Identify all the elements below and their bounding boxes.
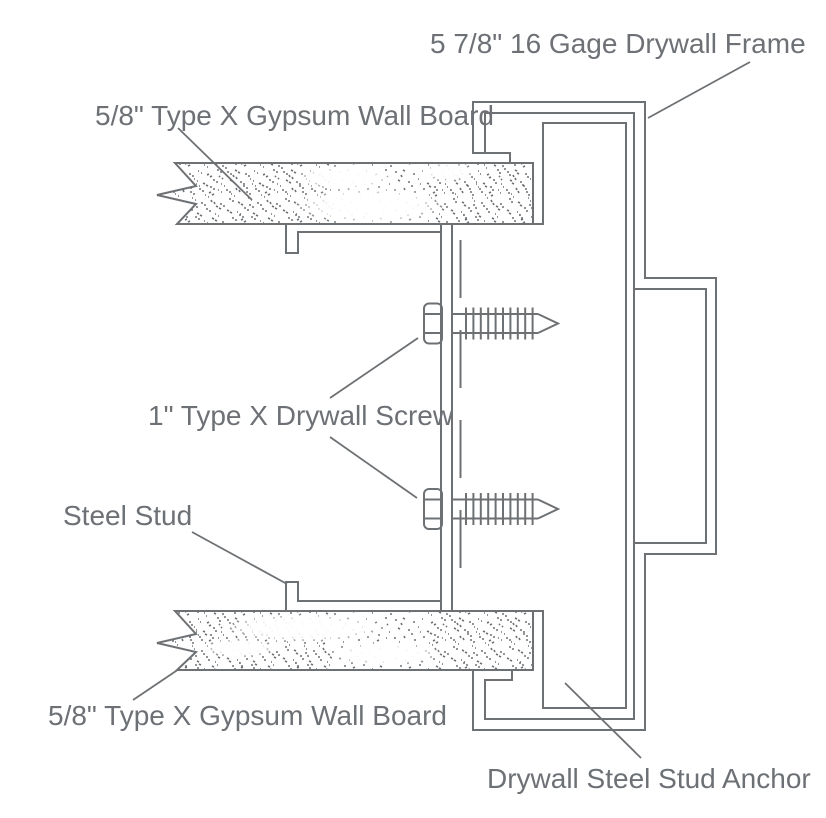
gypsum-top-label: 5/8" Type X Gypsum Wall Board (95, 100, 494, 131)
screw-point (537, 313, 561, 334)
frame-outer-face (472, 101, 717, 731)
leader-line-anchor (564, 682, 642, 759)
leader-lines (132, 61, 751, 759)
board-bare-patch (202, 638, 278, 658)
steel-stud-outline (285, 224, 462, 611)
leader-line-gypsum-bottom (132, 668, 180, 701)
board-bare-patch (293, 165, 397, 191)
board-bare-patch (420, 163, 476, 182)
screw-threads (465, 493, 534, 525)
board-bare-patch (327, 642, 443, 666)
leader-line-gypsum-top (177, 127, 253, 201)
drywall-screw-top (423, 302, 561, 345)
screw-label: 1" Type X Drywall Screw (148, 400, 454, 431)
gypsum-bottom-label: 5/8" Type X Gypsum Wall Board (48, 700, 447, 731)
anchor-label: Drywall Steel Stud Anchor (487, 763, 811, 794)
frame-inner-face (484, 112, 635, 720)
leader-line-screw-1 (329, 337, 419, 399)
drywall-screw-bottom (423, 488, 561, 530)
screw-head-facets (424, 498, 442, 520)
frame-stop-step-inner (634, 288, 707, 544)
frame-label: 5 7/8" 16 Gage Drywall Frame (430, 28, 806, 59)
drywall-frame-profile (472, 101, 717, 731)
board-bare-patch (292, 187, 448, 224)
gypsum-board-top (156, 162, 534, 225)
screw-threads (465, 307, 534, 340)
stud-flanges-and-lips (285, 224, 441, 611)
leader-line-frame (647, 61, 751, 119)
stud-label: Steel Stud (63, 500, 193, 531)
frame-throat-return (533, 122, 627, 709)
screw-hex-head (423, 488, 443, 530)
screw-point (537, 498, 561, 520)
screw-hex-head (423, 302, 443, 345)
screw-head-facets (424, 313, 442, 334)
gypsum-board-bottom (156, 610, 534, 671)
leader-line-screw-2 (329, 436, 418, 499)
leader-line-stud (191, 531, 288, 585)
board-bare-patch (220, 613, 390, 643)
